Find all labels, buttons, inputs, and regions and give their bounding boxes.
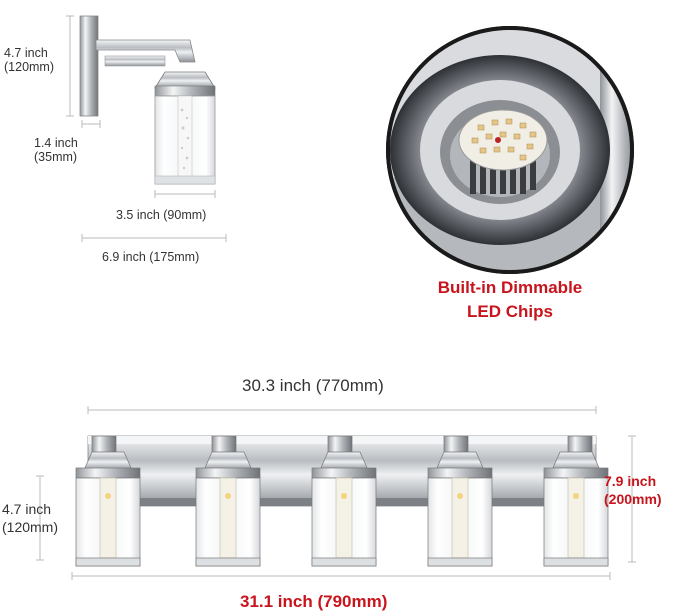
led-callout-line2: LED Chips — [467, 302, 553, 321]
led-closeup-circle — [386, 26, 634, 274]
single-height-mm: (120mm) — [4, 60, 55, 74]
single-shade-width-label: 3.5 inch (90mm) — [116, 208, 207, 222]
single-height-label: 4.7 inch (120mm) — [4, 46, 54, 74]
five-height-right-mm: (200mm) — [604, 491, 662, 507]
overall-width-label: 31.1 inch (790mm) — [240, 592, 388, 611]
single-dimension-lines — [66, 15, 227, 242]
five-light-shades — [75, 435, 609, 567]
single-fixture-drawing — [79, 15, 216, 185]
single-depth-inch: 1.4 inch — [34, 136, 78, 150]
backplate-width-label: 30.3 inch (770mm) — [242, 376, 384, 395]
five-height-right-label: 7.9 inch (200mm) — [604, 472, 662, 508]
five-height-right-inch: 7.9 inch — [604, 473, 657, 489]
single-depth-mm: (35mm) — [34, 150, 78, 164]
five-height-left-inch: 4.7 inch — [2, 501, 52, 517]
single-projection-label: 6.9 inch (175mm) — [102, 250, 200, 264]
led-callout: Built-in Dimmable LED Chips — [420, 276, 600, 324]
single-height-inch: 4.7 inch — [4, 46, 48, 60]
five-height-left-mm: (120mm) — [2, 519, 59, 535]
five-height-left-label: 4.7 inch (120mm) — [2, 500, 58, 536]
led-callout-line1: Built-in Dimmable — [437, 278, 583, 297]
single-depth-label: 1.4 inch (35mm) — [34, 136, 78, 164]
five-light-dimension-lines — [36, 406, 636, 580]
